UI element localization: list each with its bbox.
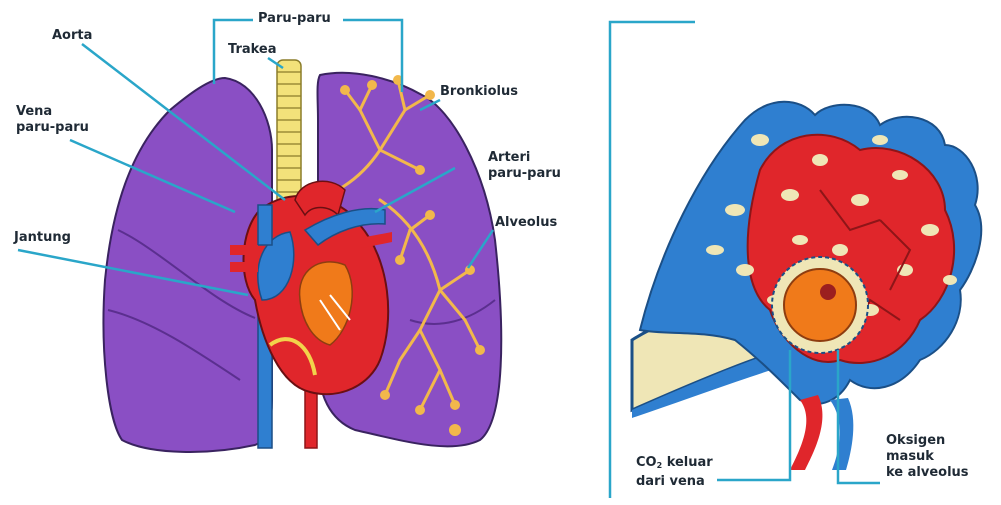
trachea xyxy=(277,60,301,210)
pulmonary-vein-left-2 xyxy=(230,262,258,272)
label-arteri: Arteri paru-paru xyxy=(488,150,561,182)
label-jantung: Jantung xyxy=(14,230,71,246)
label-oksigen-line2: masuk xyxy=(886,449,969,465)
label-bronkiolus: Bronkiolus xyxy=(440,84,518,100)
label-co2: CO2 keluar dari vena xyxy=(636,455,713,490)
label-co2-line1: CO2 keluar xyxy=(636,455,713,474)
label-alveolus: Alveolus xyxy=(495,215,557,231)
label-oksigen-line3: ke alveolus xyxy=(886,465,969,481)
blood-vessel-red-exit xyxy=(790,395,822,470)
label-vena-line2: paru-paru xyxy=(16,120,89,136)
label-paru-paru: Paru-paru xyxy=(258,11,331,27)
label-oksigen: Oksigen masuk ke alveolus xyxy=(886,433,969,481)
pulmonary-vein-left xyxy=(230,245,258,255)
label-aorta: Aorta xyxy=(52,28,92,44)
label-oksigen-line1: Oksigen xyxy=(886,433,969,449)
alveolus-core xyxy=(820,284,836,300)
label-arteri-line2: paru-paru xyxy=(488,166,561,182)
label-vena-line1: Vena xyxy=(16,104,89,120)
blood-vessel-blue-exit xyxy=(830,398,853,470)
label-arteri-line1: Arteri xyxy=(488,150,561,166)
label-co2-line2: dari vena xyxy=(636,474,713,490)
co2-prefix: CO xyxy=(636,455,657,470)
label-vena: Vena paru-paru xyxy=(16,104,89,136)
label-trakea: Trakea xyxy=(228,42,277,58)
alveolus-body xyxy=(784,269,856,341)
co2-rest: keluar xyxy=(662,455,713,470)
